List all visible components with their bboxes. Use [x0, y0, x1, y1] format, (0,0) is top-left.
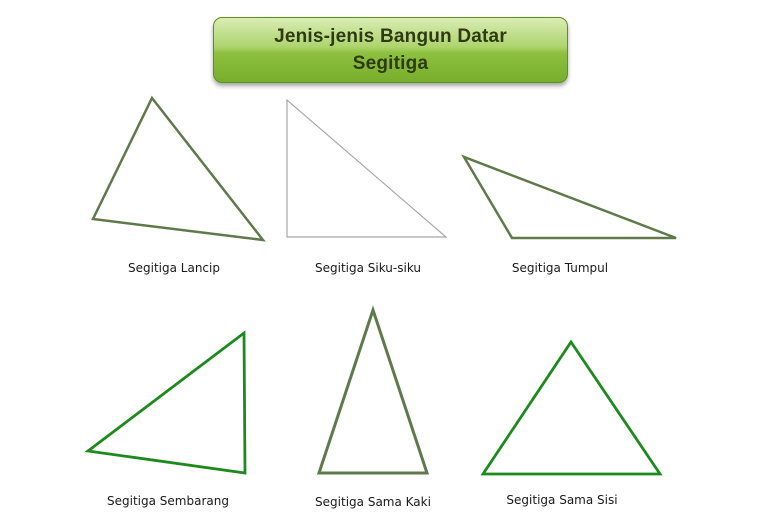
- caption-segitiga-siku-siku: Segitiga Siku-siku: [314, 261, 422, 275]
- isosceles-triangle: [316, 305, 430, 475]
- obtuse-triangle: [461, 154, 677, 240]
- caption-segitiga-tumpul: Segitiga Tumpul: [511, 261, 609, 275]
- title-banner: Jenis-jenis Bangun Datar Segitiga: [213, 17, 568, 83]
- caption-segitiga-sama-sisi: Segitiga Sama Sisi: [506, 493, 618, 507]
- scalene-triangle: [84, 330, 247, 475]
- caption-segitiga-sama-kaki: Segitiga Sama Kaki: [315, 495, 431, 509]
- equilateral-triangle: [480, 339, 663, 476]
- caption-segitiga-lancip: Segitiga Lancip: [128, 261, 220, 275]
- title-line-1: Jenis-jenis Bangun Datar: [274, 26, 507, 47]
- title-line-2: Segitiga: [352, 53, 429, 74]
- right-triangle: [286, 98, 448, 238]
- caption-segitiga-sembarang: Segitiga Sembarang: [107, 494, 229, 508]
- acute-triangle: [91, 95, 266, 242]
